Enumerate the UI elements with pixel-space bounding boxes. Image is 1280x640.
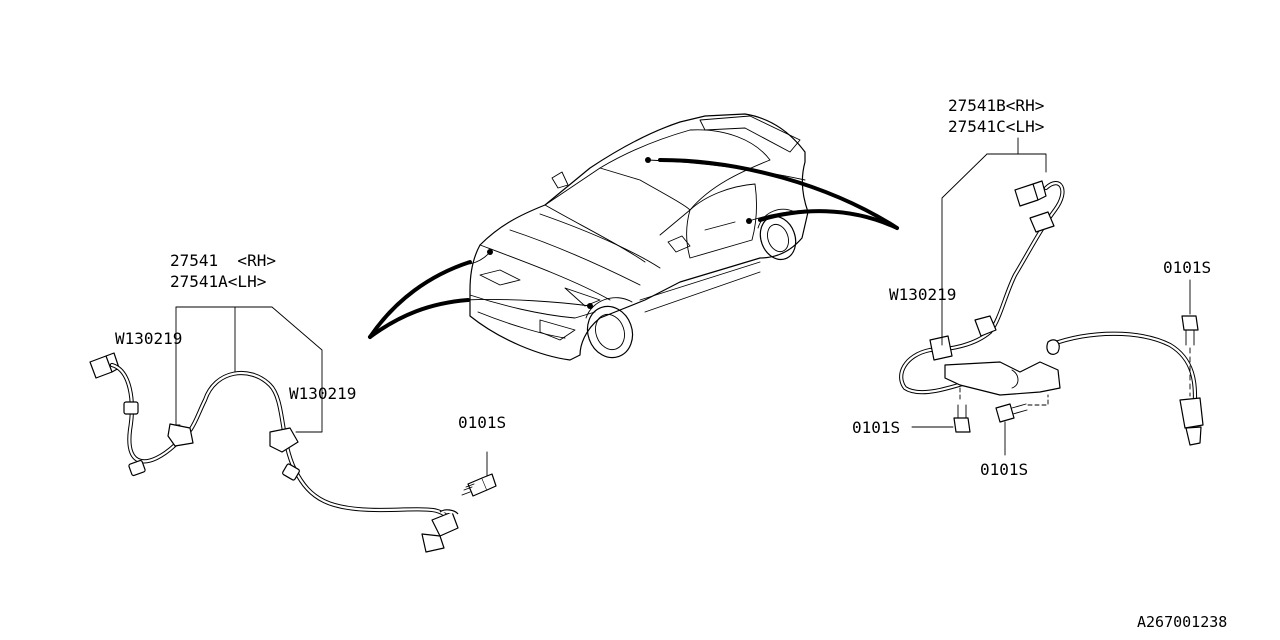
vehicle-illustration <box>464 113 816 361</box>
diagram-id-label: A267001238 <box>1137 613 1227 631</box>
leader-lines <box>175 137 1047 433</box>
rear-sensor-lh-label: 27541C<LH> <box>948 117 1044 136</box>
bolt-rear-left-label: 0101S <box>852 418 900 437</box>
bolt-front-label: 0101S <box>458 413 506 432</box>
clip-front-1-label: W130219 <box>115 329 182 348</box>
front-bolt <box>461 473 497 497</box>
front-clip-1 <box>167 423 194 447</box>
front-cable-grommet-2 <box>128 459 146 477</box>
clip-rear-label: W130219 <box>889 285 956 304</box>
bolt-rear-bottom-label: 0101S <box>980 460 1028 479</box>
front-clip-2 <box>269 427 299 453</box>
labels: 27541 <RH> 27541A<LH> W130219 W130219 01… <box>115 96 1227 631</box>
rear-sensor-head <box>1179 397 1204 429</box>
front-sensor-lh-label: 27541A<LH> <box>170 272 266 291</box>
rear-bolt-top <box>1181 315 1199 346</box>
rear-sensor-rh-label: 27541B<RH> <box>948 96 1044 115</box>
front-sensor-rh-label: 27541 <RH> <box>170 251 276 270</box>
front-sensor-head <box>431 511 459 537</box>
callout-swooshes <box>368 158 899 339</box>
front-abs-sensor-assembly <box>89 352 497 553</box>
bolt-rear-top-label: 0101S <box>1163 258 1211 277</box>
rear-sensor-connector <box>1014 180 1047 207</box>
front-cable-grommet-1 <box>123 401 139 415</box>
rear-clip <box>929 335 953 361</box>
front-cable-grommet-3 <box>282 463 300 481</box>
front-sensor-connector <box>89 352 120 379</box>
rear-abs-sensor-assembly <box>899 180 1204 456</box>
rear-bolt-left <box>953 404 971 433</box>
rear-bolt-bottom <box>995 403 1028 423</box>
clip-front-2-label: W130219 <box>289 384 356 403</box>
rear-bracket <box>944 361 1061 396</box>
